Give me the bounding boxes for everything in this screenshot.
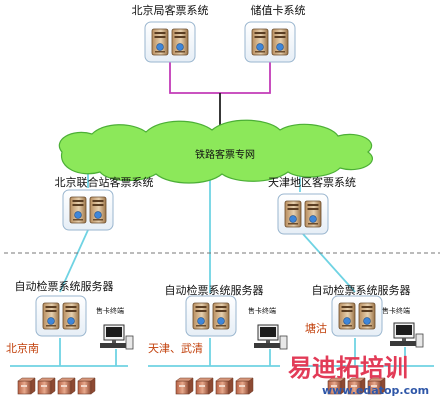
- server-pair-icon: [186, 296, 236, 336]
- railway-network-cloud: 铁路客票专网: [58, 119, 373, 184]
- gate-device-icon: [235, 377, 254, 395]
- network-label: 铁路客票专网: [195, 148, 255, 161]
- afc-server-label: 自动检票系统服务器: [165, 283, 264, 297]
- server-pair-icon: [63, 190, 113, 230]
- gate-devices: [175, 377, 254, 395]
- stored-card-servers: [245, 22, 295, 62]
- afc-server-label: 自动检票系统服务器: [15, 279, 114, 293]
- watermark: 易迪拓培训 www.edatop.com: [288, 354, 429, 397]
- cyan-links: [10, 170, 434, 367]
- beijing-bureau-label: 北京局客票系统: [132, 3, 209, 17]
- station-tanggu: 自动检票系统服务器 售卡终端 塘沽: [305, 283, 424, 395]
- tianjin-region-servers: [278, 194, 328, 234]
- server-pair-icon: [332, 296, 382, 336]
- gate-device-icon: [195, 377, 214, 395]
- location-label: 天津、武清: [148, 342, 203, 355]
- server-pair-icon: [278, 194, 328, 234]
- location-label: 北京南: [6, 341, 39, 355]
- beijing-joint-servers: [63, 190, 113, 230]
- gate-device-icon: [77, 377, 96, 395]
- afc-server-label: 自动检票系统服务器: [312, 283, 411, 297]
- card-terminal-label: 售卡终端: [248, 306, 276, 315]
- station-tianjin-wuqing: 自动检票系统服务器 售卡终端 天津、武清: [148, 283, 288, 395]
- computer-terminal-icon: [253, 324, 288, 350]
- top-magenta-links: [169, 62, 271, 94]
- gate-device-icon: [57, 377, 76, 395]
- card-terminal-label: 售卡终端: [382, 306, 410, 315]
- station-beijing-south: 自动检票系统服务器 售卡终端 北京南: [6, 279, 134, 395]
- server-pair-icon: [36, 296, 86, 336]
- card-terminal-label: 售卡终端: [96, 306, 124, 315]
- gate-device-icon: [37, 377, 56, 395]
- cloud-icon: [58, 119, 373, 184]
- computer-terminal-icon: [99, 324, 134, 350]
- watermark-main: 易迪拓培训: [288, 354, 408, 382]
- gate-device-icon: [215, 377, 234, 395]
- computer-terminal-icon: [389, 322, 424, 348]
- location-label: 塘沽: [305, 321, 327, 335]
- watermark-sub: www.edatop.com: [322, 384, 429, 397]
- tianjin-region-label: 天津地区客票系统: [268, 175, 356, 189]
- gate-device-icon: [17, 377, 36, 395]
- server-pair-icon: [145, 22, 195, 62]
- server-pair-icon: [245, 22, 295, 62]
- beijing-bureau-servers: [145, 22, 195, 62]
- stored-card-label: 储值卡系统: [251, 3, 306, 17]
- gate-devices: [17, 377, 96, 395]
- gate-device-icon: [175, 377, 194, 395]
- beijing-joint-label: 北京联合站客票系统: [55, 175, 154, 189]
